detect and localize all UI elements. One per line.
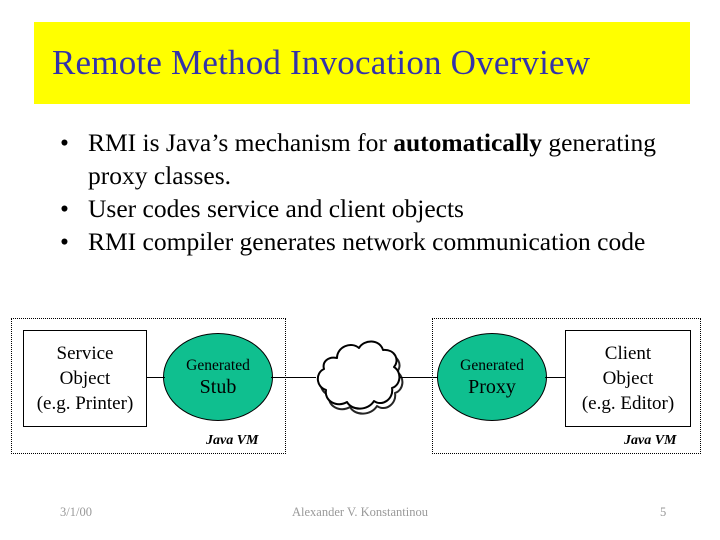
generated-stub-node: Generated Stub [163, 333, 273, 421]
list-item-text-part: RMI is Java’s mechanism for [88, 128, 394, 157]
list-item-text-part: generating proxy classes. [88, 128, 656, 190]
java-vm-label-right: Java VM [624, 433, 677, 448]
list-item-text: RMI is Java’s mechanism for automaticall… [88, 128, 656, 190]
service-object-line2: Object [59, 368, 111, 389]
title-banner [34, 22, 690, 104]
service-object-line3: (e.g. Printer) [36, 393, 134, 414]
bullet-list: • RMI is Java’s mechanism for automatica… [52, 126, 692, 258]
client-object-line3: (e.g. Editor) [581, 393, 675, 414]
generated-proxy-line1: Generated [460, 356, 524, 374]
list-item: • RMI compiler generates network communi… [52, 225, 692, 258]
footer-page-number: 5 [660, 505, 667, 519]
service-object-box: Service Object (e.g. Printer) [23, 330, 147, 427]
client-object-box: Client Object (e.g. Editor) [565, 330, 691, 427]
footer-date: 3/1/00 [60, 505, 92, 519]
generated-proxy-line2: Proxy [468, 375, 516, 398]
list-item: • User codes service and client objects [52, 192, 692, 225]
connector-stub-to-network [271, 377, 316, 378]
bullet-marker-icon: • [60, 194, 69, 223]
list-item-emphasis: automatically [393, 128, 542, 157]
list-item-text: RMI compiler generates network communica… [88, 227, 646, 256]
network-cloud-icon [310, 336, 404, 420]
connector-proxy-to-client [545, 377, 567, 378]
client-object-line1: Client [604, 343, 652, 364]
java-vm-label-left: Java VM [206, 433, 259, 448]
java-vm-container-right [432, 318, 701, 454]
generated-stub-line1: Generated [186, 356, 250, 374]
generated-proxy-node: Generated Proxy [437, 333, 547, 421]
list-item: • RMI is Java’s mechanism for automatica… [52, 126, 692, 192]
service-object-line1: Service [56, 343, 114, 364]
slide-footer: 3/1/00 Alexander V. Konstantinou 5 [0, 505, 720, 529]
java-vm-container-left [11, 318, 286, 454]
list-item-text: User codes service and client objects [88, 194, 464, 223]
connector-service-to-stub [146, 377, 165, 378]
bullet-marker-icon: • [60, 227, 69, 256]
footer-author: Alexander V. Konstantinou [292, 505, 428, 519]
client-object-line2: Object [602, 368, 654, 389]
bullet-marker-icon: • [60, 128, 69, 157]
connector-network-to-proxy [399, 377, 439, 378]
generated-stub-line2: Stub [199, 375, 237, 398]
page-title: Remote Method Invocation Overview [52, 43, 591, 82]
